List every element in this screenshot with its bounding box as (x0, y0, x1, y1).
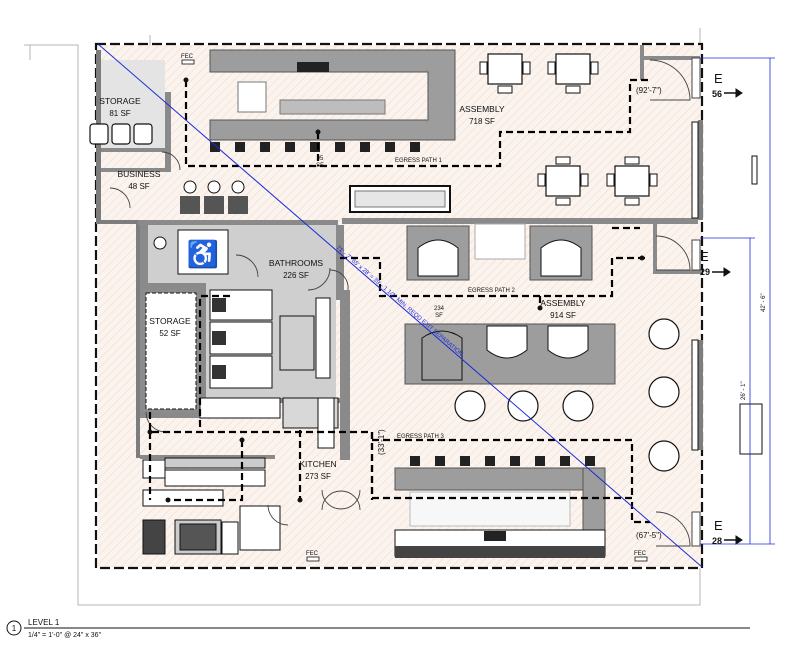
interior-walls (101, 45, 702, 460)
storage-low-area: 52 SF (159, 329, 180, 338)
chairs-assembly-1 (479, 61, 658, 206)
egress-path-3-label: EGRESS PATH 3 (397, 434, 444, 440)
kitchen-name: KITCHEN (299, 459, 336, 469)
exit-3-letter: E (714, 518, 723, 533)
assembly-2-area: 914 SF (550, 311, 576, 320)
exit-separation-line (97, 43, 703, 568)
egress-path-lines (148, 78, 650, 524)
dimension-lower: 26' - 1" (741, 381, 747, 400)
assembly-2-name: ASSEMBLY (540, 298, 586, 308)
building-perimeter (94, 42, 704, 570)
door-swings (109, 59, 691, 547)
bathrooms-area: 226 SF (283, 271, 309, 280)
egress-path-1-label: EGRESS PATH 1 (395, 158, 442, 164)
drawing-number: 1 (12, 624, 17, 633)
booth-bench-assembly-2 (404, 323, 616, 385)
egress-markers (147, 77, 645, 503)
drawing-title: LEVEL 1 (28, 618, 60, 627)
kitchen-area: 273 SF (305, 472, 331, 481)
fec-labels: FEC FEC FEC (181, 54, 648, 562)
egress-path-2-label: EGRESS PATH 2 (468, 288, 515, 294)
business-name: BUSINESS (118, 169, 161, 179)
svg-text:♿: ♿ (187, 239, 219, 269)
fec-label-bar: FEC (634, 551, 647, 557)
dimension-lines (700, 57, 775, 545)
business-area: 48 SF (128, 182, 149, 191)
exit-labels: E 56 E 29 E 28 (700, 71, 723, 546)
room-labels: STORAGE 81 SF BUSINESS 48 SF ASSEMBLY 71… (99, 96, 586, 481)
exit-2-letter: E (700, 249, 709, 264)
lounge-seats (180, 180, 248, 214)
exit-arrows (712, 88, 743, 545)
dimension-overall: 42' - 6" (761, 293, 767, 312)
path-length-vertical: (33'-1") (377, 429, 386, 455)
bar-top-area-unit: SF (316, 163, 324, 169)
storage-shelves (89, 123, 153, 145)
storage-low-name: STORAGE (149, 316, 191, 326)
storage-top-area: 81 SF (109, 109, 130, 118)
bar-top-area-label: 95 (317, 156, 324, 162)
facade-windows (691, 121, 763, 455)
bathroom-fixtures: ♿ (153, 229, 331, 389)
kitchen-equipment (142, 397, 339, 555)
bar-stools-top (210, 142, 420, 152)
bar-stools-bottom (410, 456, 595, 466)
exit-3-number: 28 (712, 536, 722, 546)
booths-middle (406, 223, 593, 281)
assembly-1-area: 718 SF (469, 117, 495, 126)
site-context (24, 28, 701, 606)
fec-label-kitchen: FEC (306, 551, 319, 557)
assembly-1-name: ASSEMBLY (459, 104, 505, 114)
fec-label-top: FEC (181, 54, 194, 60)
long-bench-inner (354, 190, 446, 208)
title-block: 1 LEVEL 1 1/4" = 1'-0" @ 24" x 36" (6, 618, 750, 639)
round-tables-assembly-2 (454, 318, 680, 472)
drawing-scale: 1/4" = 1'-0" @ 24" x 36" (28, 632, 102, 639)
storage-top-name: STORAGE (99, 96, 141, 106)
bar-mid-area-unit: SF (435, 313, 443, 319)
bar-mid-area-label: 234 (434, 306, 445, 312)
exit-doors (691, 57, 701, 547)
exit-1-letter: E (714, 71, 723, 86)
exit-2-number: 29 (700, 267, 710, 277)
path-length-p1: (92'-7") (636, 86, 662, 95)
bathrooms-name: BATHROOMS (269, 258, 323, 268)
storage-room-lower (140, 289, 200, 413)
egress-path-labels: EGRESS PATH 1 EGRESS PATH 2 EGRESS PATH … (395, 158, 515, 440)
tables-assembly-1 (487, 53, 650, 197)
path-length-p3: (67'-5") (636, 531, 662, 540)
exit-1-number: 56 (712, 89, 722, 99)
bar-counter-top (209, 49, 456, 141)
